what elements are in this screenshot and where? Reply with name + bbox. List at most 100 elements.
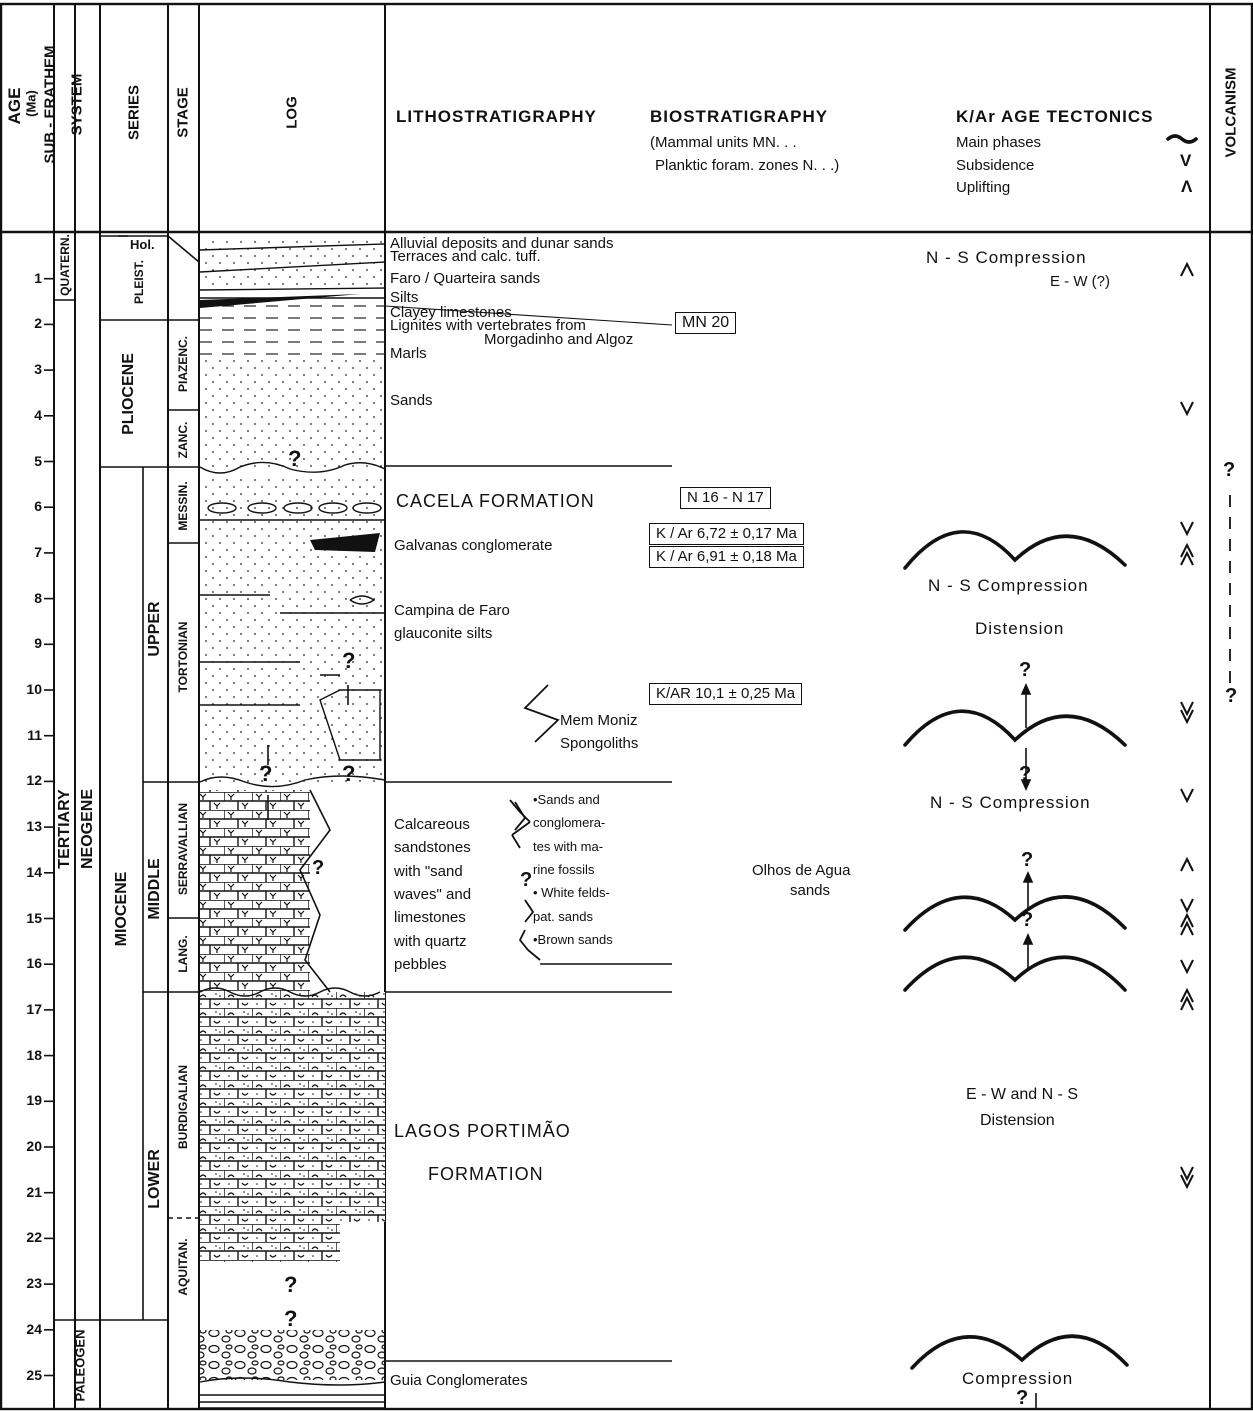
litho-calcareous-line: pebbles (394, 955, 447, 973)
litho-cacela: CACELA FORMATION (396, 491, 595, 511)
header-biostratigraphy: BIOSTRATIGRAPHY (650, 107, 829, 126)
litho-silts: Silts (390, 289, 419, 306)
tect-compression: Compression (962, 1369, 1074, 1388)
age-tick-label: 24 (26, 1320, 42, 1337)
tect-ns-2: N - S Compression (928, 576, 1089, 595)
age-tick-label: 12 (26, 772, 42, 789)
header-uplift-mark: Λ (1181, 177, 1193, 196)
litho-mem-2: Spongoliths (560, 735, 639, 752)
question-mark: ? (1225, 685, 1238, 707)
box-n16-n17: N 16 - N 17 (680, 487, 771, 509)
unit-piazenc: PIAZENC. (176, 336, 190, 393)
uplift-mark (1180, 550, 1194, 566)
age-ticks (44, 277, 54, 1377)
header-stage: STAGE (174, 87, 192, 138)
age-tick-label: 4 (34, 406, 42, 423)
header-volcanism: VOLCANISM (1222, 67, 1240, 158)
header-log: LOG (283, 96, 301, 129)
litho-olhos-1: Olhos de Agua (752, 862, 851, 879)
age-tick-label: 2 (34, 315, 42, 332)
question-mark: ? (259, 761, 273, 786)
unit-boundaries (54, 235, 200, 1321)
subsidence-mark (1180, 959, 1194, 975)
age-tick-label: 8 (34, 589, 42, 606)
litho-calcareous-line: with quartz (394, 932, 467, 950)
litho-sands: Sands (390, 392, 433, 409)
uplift-mark (1180, 542, 1194, 558)
header-system: SYSTEM (68, 73, 86, 136)
age-tick-label: 18 (26, 1046, 42, 1063)
age-tick-label: 19 (26, 1092, 42, 1109)
uplift-mark (1180, 912, 1194, 928)
litho-terraces: Terraces and calc. tuff. (390, 248, 541, 265)
log-column (199, 236, 386, 1409)
unit-zanc: ZANC. (176, 421, 190, 459)
question-mark: ? (312, 857, 325, 879)
unit-lower: LOWER (146, 1149, 163, 1209)
header-age-unit: (Ma) (23, 90, 39, 117)
box-kar-3: K/AR 10,1 ± 0,25 Ma (649, 683, 803, 705)
question-mark: ? (1021, 849, 1034, 871)
tect-ns-3: N - S Compression (930, 793, 1091, 812)
tectonic-waves (903, 134, 1198, 1370)
box-kar-1: K / Ar 6,72 ± 0,17 Ma (649, 523, 804, 545)
question-mark: ? (1016, 1387, 1029, 1409)
box-kar-2: K / Ar 6,91 ± 0,18 Ma (649, 546, 804, 568)
age-tick-label: 11 (27, 726, 42, 743)
header-uplifting: Uplifting (956, 179, 1011, 196)
litho-calcareous-line: Calcareous (394, 816, 470, 833)
unit-quatern: QUATERN. (58, 234, 72, 296)
uplift-mark (1180, 987, 1194, 1003)
subsidence-mark (1180, 1166, 1194, 1182)
litho-right-line: pat. sands (533, 908, 593, 924)
age-tick-label: 3 (34, 361, 42, 378)
question-mark: ? (1223, 459, 1236, 481)
subsidence-mark (1180, 788, 1194, 804)
age-tick-label: 15 (26, 909, 42, 926)
litho-campina-1: Campina de Faro (394, 602, 510, 619)
unit-tertiary: TERTIARY (56, 789, 73, 869)
question-mark: ? (284, 1272, 298, 1297)
litho-lignites: Lignites with vertebrates from (390, 317, 586, 334)
age-tick-label: 23 (26, 1275, 42, 1292)
age-tick-label: 17 (26, 1000, 42, 1017)
uplift-mark (1180, 261, 1194, 277)
age-tick-label: 10 (26, 681, 42, 697)
age-tick-label: 9 (34, 635, 42, 652)
uplift-mark (1180, 995, 1194, 1011)
unit-burdigalian: BURDIGALIAN (176, 1065, 190, 1149)
age-tick-label: 6 (34, 498, 42, 515)
unit-lang: LANG. (176, 935, 190, 973)
litho-campina-2: glauconite silts (394, 625, 493, 642)
header-subsidence-mark: V (1180, 151, 1192, 170)
question-mark: ? (1019, 659, 1032, 681)
litho-clayey: Clayey limestones (390, 304, 512, 321)
subsidence-mark (1180, 898, 1194, 914)
question-mark: ? (288, 446, 302, 471)
unit-middle: MIDDLE (146, 858, 163, 920)
litho-calcareous-line: waves" and (394, 885, 472, 903)
subsidence-mark (1180, 521, 1194, 537)
age-tick-label: 20 (26, 1138, 42, 1154)
header-subsidence: Subsidence (956, 157, 1035, 174)
litho-alluvial: Alluvial deposits and dunar sands (390, 235, 614, 252)
unit-paleogen: PALEOGEN (72, 1329, 88, 1402)
litho-faro: Faro / Quarteira sands (390, 270, 541, 287)
litho-right-line: conglomera- (533, 815, 606, 831)
litho-lagos: LAGOS PORTIMÃO (394, 1121, 571, 1141)
header-bio-line1: (Mammal units MN. . . (650, 134, 797, 151)
unit-pliocene: PLIOCENE (120, 353, 137, 435)
unit-messin: MESSIN. (176, 481, 190, 531)
unit-upper: UPPER (146, 601, 163, 657)
subsidence-mark (1180, 1174, 1194, 1190)
question-mark: ? (342, 648, 356, 673)
tectonic-arrows (267, 683, 1037, 1409)
litho-guia: Guia Conglomerates (390, 1372, 528, 1389)
header-age: AGE (5, 87, 24, 125)
unit-pleist: PLEIST. (132, 260, 146, 305)
litho-marls: Marls (390, 345, 427, 362)
litho-right-line: rine fossils (533, 861, 595, 877)
litho-right-line: •Sands and (533, 792, 600, 807)
tect-distension: Distension (975, 619, 1065, 638)
unit-aquitan: AQUITAN. (176, 1238, 190, 1296)
